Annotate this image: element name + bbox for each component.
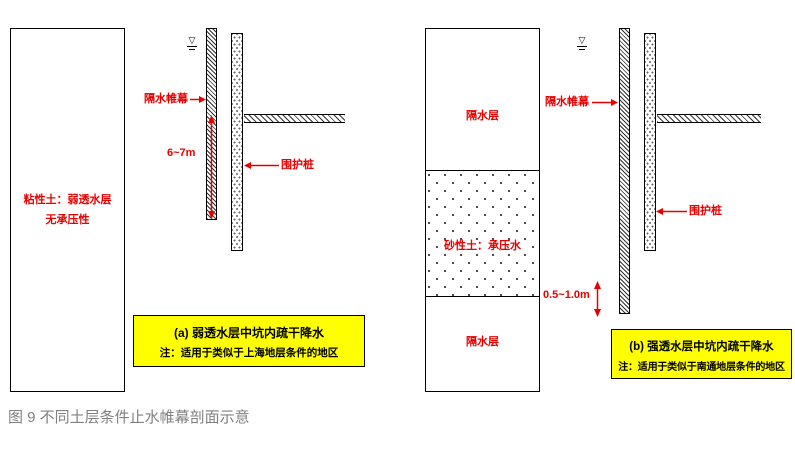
layer-middle-label-text: 砂性土：承压水: [441, 240, 524, 252]
ground-surface-strip-b: [657, 114, 761, 123]
water-table-icon-b: ▽: [574, 36, 590, 50]
note-text-b: 注：适用于类似于南通地层条件的地区: [618, 362, 785, 373]
dimension-arrow-b: [594, 281, 601, 317]
layer-middle-label-b: 砂性土：承压水: [426, 237, 539, 253]
curtain-label-a: 隔水帷幕: [144, 93, 188, 105]
figure-caption: 图 9 不同土层条件止水帷幕剖面示意: [8, 409, 250, 426]
aquitard-top-layer-b: 隔水层: [426, 29, 539, 171]
aquitard-bottom-layer-b: 隔水层: [426, 297, 539, 391]
soil-box-b: 隔水层 砂性土：承压水 隔水层: [425, 28, 540, 392]
water-table-line-icon: [187, 46, 197, 47]
layer-bottom-label-b: 隔水层: [466, 336, 499, 348]
soil-box-a: 粘性土：弱透水层 无承压性: [10, 28, 125, 392]
soil-label-a: 粘性土：弱透水层 无承压性: [11, 191, 124, 231]
note-box-a: (a) 弱透水层中坑内疏干降水 注：适用于类似于上海地层条件的地区: [133, 315, 365, 367]
waterproof-curtain-strip-b: [619, 28, 630, 314]
retaining-pile-strip-a: [231, 33, 243, 251]
water-table-line-icon: [577, 46, 587, 47]
water-table-icon-a: ▽: [184, 36, 200, 50]
curtain-leader-arrow-b: [592, 99, 618, 106]
curtain-label-b: 隔水帷幕: [545, 96, 589, 108]
pile-label-a: 围护桩: [281, 159, 314, 171]
pile-leader-arrow-a: [244, 162, 279, 169]
waterproof-curtain-strip-a: [206, 28, 217, 220]
note-title-a: (a) 弱透水层中坑内疏干降水: [173, 326, 324, 340]
pile-leader-arrow-b: [656, 208, 687, 215]
note-box-b: (b) 强透水层中坑内疏干降水 注：适用于类似于南通地层条件的地区: [611, 329, 792, 379]
water-table-triangle-icon: ▽: [188, 35, 196, 45]
soil-label-a-line2: 无承压性: [45, 213, 90, 226]
retaining-pile-strip-b: [644, 33, 656, 251]
note-text-a: 注：适用于类似于上海地层条件的地区: [159, 347, 339, 359]
soil-label-a-line1: 粘性土：弱透水层: [23, 194, 112, 206]
pile-label-b: 围护桩: [689, 205, 722, 217]
note-title-b: (b) 强透水层中坑内疏干降水: [629, 341, 774, 353]
dimension-label-b: 0.5~1.0m: [543, 289, 590, 301]
water-table-line-icon: [579, 49, 585, 50]
layer-top-label-b: 隔水层: [466, 110, 499, 122]
ground-surface-strip-a: [244, 114, 345, 123]
curtain-leader-arrow-a: [190, 96, 206, 103]
dimension-label-a: 6~7m: [167, 147, 196, 159]
sand-confined-layer-b: 砂性土：承压水: [426, 171, 539, 297]
water-table-line-icon: [189, 49, 195, 50]
water-table-triangle-icon: ▽: [578, 35, 586, 45]
